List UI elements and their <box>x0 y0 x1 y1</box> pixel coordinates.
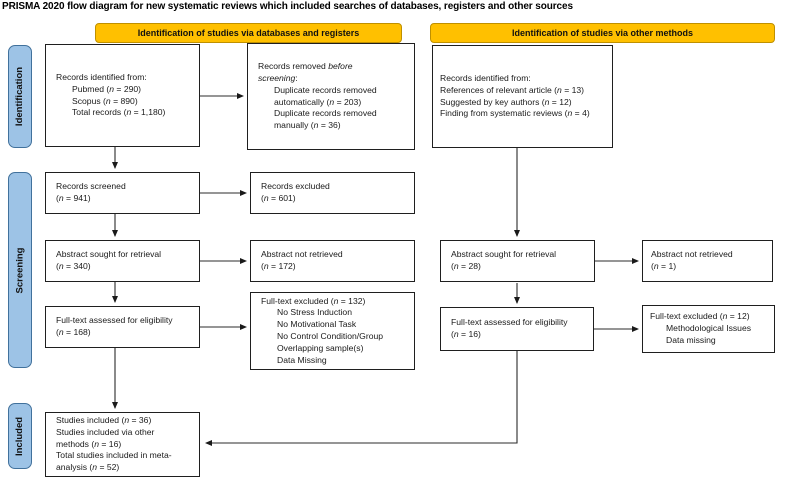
box-line: Total records (n = 1,180) <box>72 107 166 118</box>
stage-included-label: Included <box>14 416 26 456</box>
box-studies-included: Studies included (n = 36)Studies include… <box>45 412 200 477</box>
box-line: Methodological Issues <box>666 323 752 334</box>
box-line: Duplicate records removed <box>274 108 377 119</box>
box-line: No Control Condition/Group <box>277 331 384 341</box>
box-fulltext-assessed: Full-text assessed for eligibility(n = 1… <box>45 306 200 348</box>
box-line: Overlapping sample(s) <box>277 342 364 353</box>
box-records-excluded: Records excluded(n = 601) <box>250 172 415 214</box>
box-line: Records removed before <box>258 61 353 72</box>
box-line: Data Missing <box>277 354 327 365</box>
box-line: Full-text excluded (n = 12) <box>650 311 750 322</box>
box-line: (n = 172) <box>261 261 296 271</box>
stage-screening-label: Screening <box>14 247 26 293</box>
stage-identification-label: Identification <box>14 66 26 127</box>
stage-identification: Identification <box>8 45 32 148</box>
box-line: (n = 340) <box>56 261 91 271</box>
box-fulltext-assessed-other: Full-text assessed for eligibility(n = 1… <box>440 307 594 351</box>
box-line: No Stress Induction <box>277 307 352 318</box>
box-records-identified-databases: Records identified from:Pubmed (n = 290)… <box>45 44 200 147</box>
diagram-title: PRISMA 2020 flow diagram for new systema… <box>2 1 573 12</box>
box-line: Pubmed (n = 290) <box>72 83 142 94</box>
box-line: (n = 1) <box>651 261 677 271</box>
box-line: No Motivational Task <box>277 319 357 330</box>
box-line: Full-text assessed for eligibility <box>56 315 173 326</box>
box-line: (n = 941) <box>56 193 91 203</box>
box-line: References of relevant article (n = 13) <box>440 84 585 95</box>
box-line: Full-text assessed for eligibility <box>451 317 568 328</box>
box-line: analysis (n = 52) <box>56 462 120 473</box>
box-abstract-not-retrieved: Abstract not retrieved(n = 172) <box>250 240 415 282</box>
box-fulltext-excluded-other: Full-text excluded (n = 12)Methodologica… <box>642 305 775 353</box>
box-records-identified-other-methods: Records identified from:References of re… <box>432 45 613 148</box>
box-line: Studies included via other <box>56 426 155 437</box>
box-line: Records excluded <box>261 181 330 192</box>
box-line: Full-text excluded (n = 132) <box>261 295 366 306</box>
box-line: automatically (n = 203) <box>274 96 362 107</box>
stage-screening: Screening <box>8 172 32 368</box>
stage-included: Included <box>8 403 32 469</box>
box-line: Data missing <box>666 334 716 345</box>
box-line: (n = 168) <box>56 327 91 337</box>
box-line: Records screened <box>56 181 126 192</box>
header-databases-registers: Identification of studies via databases … <box>95 23 402 43</box>
box-line: Abstract not retrieved <box>261 249 343 260</box>
box-line: Studies included (n = 36) <box>56 415 152 426</box>
box-abstract-sought-other: Abstract sought for retrieval(n = 28) <box>440 240 595 282</box>
box-line: (n = 16) <box>451 329 481 339</box>
box-line: Records identified from: <box>56 71 147 82</box>
box-line: Scopus (n = 890) <box>72 95 138 106</box>
box-line: Abstract not retrieved <box>651 249 733 260</box>
box-line: (n = 28) <box>451 261 481 271</box>
box-line: (n = 601) <box>261 193 296 203</box>
box-line: Abstract sought for retrieval <box>451 249 557 260</box>
box-fulltext-excluded: Full-text excluded (n = 132)No Stress In… <box>250 292 415 370</box>
header-other-methods-label: Identification of studies via other meth… <box>511 28 694 38</box>
box-line: screening: <box>258 72 298 83</box>
box-line: Total studies included in meta- <box>56 450 172 461</box>
box-abstract-sought: Abstract sought for retrieval(n = 340) <box>45 240 200 282</box>
box-line: manually (n = 36) <box>274 120 341 131</box>
box-line: Duplicate records removed <box>274 84 377 95</box>
box-line: Suggested by key authors (n = 12) <box>440 96 572 107</box>
box-line: Abstract sought for retrieval <box>56 249 162 260</box>
header-databases-registers-label: Identification of studies via databases … <box>137 28 360 38</box>
box-line: Finding from systematic reviews (n = 4) <box>440 108 590 119</box>
box-line: methods (n = 16) <box>56 438 122 449</box>
header-other-methods: Identification of studies via other meth… <box>430 23 775 43</box>
box-abstract-not-retrieved-other: Abstract not retrieved(n = 1) <box>642 240 773 282</box>
box-line: Records identified from: <box>440 72 531 83</box>
box-records-screened: Records screened(n = 941) <box>45 172 200 214</box>
